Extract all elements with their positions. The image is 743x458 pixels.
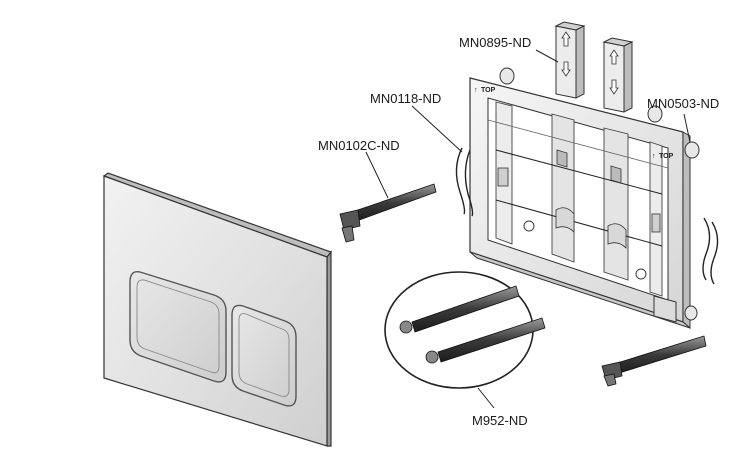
leader-m952 [477,387,495,409]
label-m952: M952-ND [472,413,528,428]
flush-plate [102,172,332,447]
spacer-clip-left [554,21,586,99]
top-mark-right: ↑ TOP [652,153,674,160]
wire-spring-right [702,217,719,285]
leader-mn0895 [535,49,559,63]
label-mn0503: MN0503-ND [647,96,719,111]
svg-text:↑: ↑ [474,87,478,94]
svg-text:TOP: TOP [659,153,674,160]
leader-mn0118 [411,105,463,153]
svg-text:↑: ↑ [652,153,656,160]
wire-spring-left [455,147,474,217]
svg-text:TOP: TOP [481,87,496,94]
threaded-rod-lower [425,317,546,364]
spacer-clip-right [602,37,634,113]
support-rod-upper [339,183,437,243]
threaded-rod-upper [399,285,520,334]
label-mn0118: MN0118-ND [370,91,441,106]
flush-button-small [231,304,297,407]
detail-callout-circle [384,271,546,389]
cap-plug-mid-right [647,105,663,123]
label-mn0102c: MN0102C-ND [318,138,400,153]
cap-plug-bottom-right [684,305,698,321]
support-rod-lower [601,335,707,387]
cap-plug-top-left [499,67,515,85]
top-mark-left: ↑ TOP [474,87,496,94]
mounting-frame: ↑ TOP ↑ TOP [469,77,691,330]
leader-mn0102c [365,151,389,199]
leader-mn0503 [683,113,691,143]
frame-channels [487,101,669,297]
label-mn0895: MN0895-ND [459,35,531,50]
leader-lines [365,49,691,409]
cap-plug-right [684,141,700,159]
flush-button-large [129,271,227,383]
